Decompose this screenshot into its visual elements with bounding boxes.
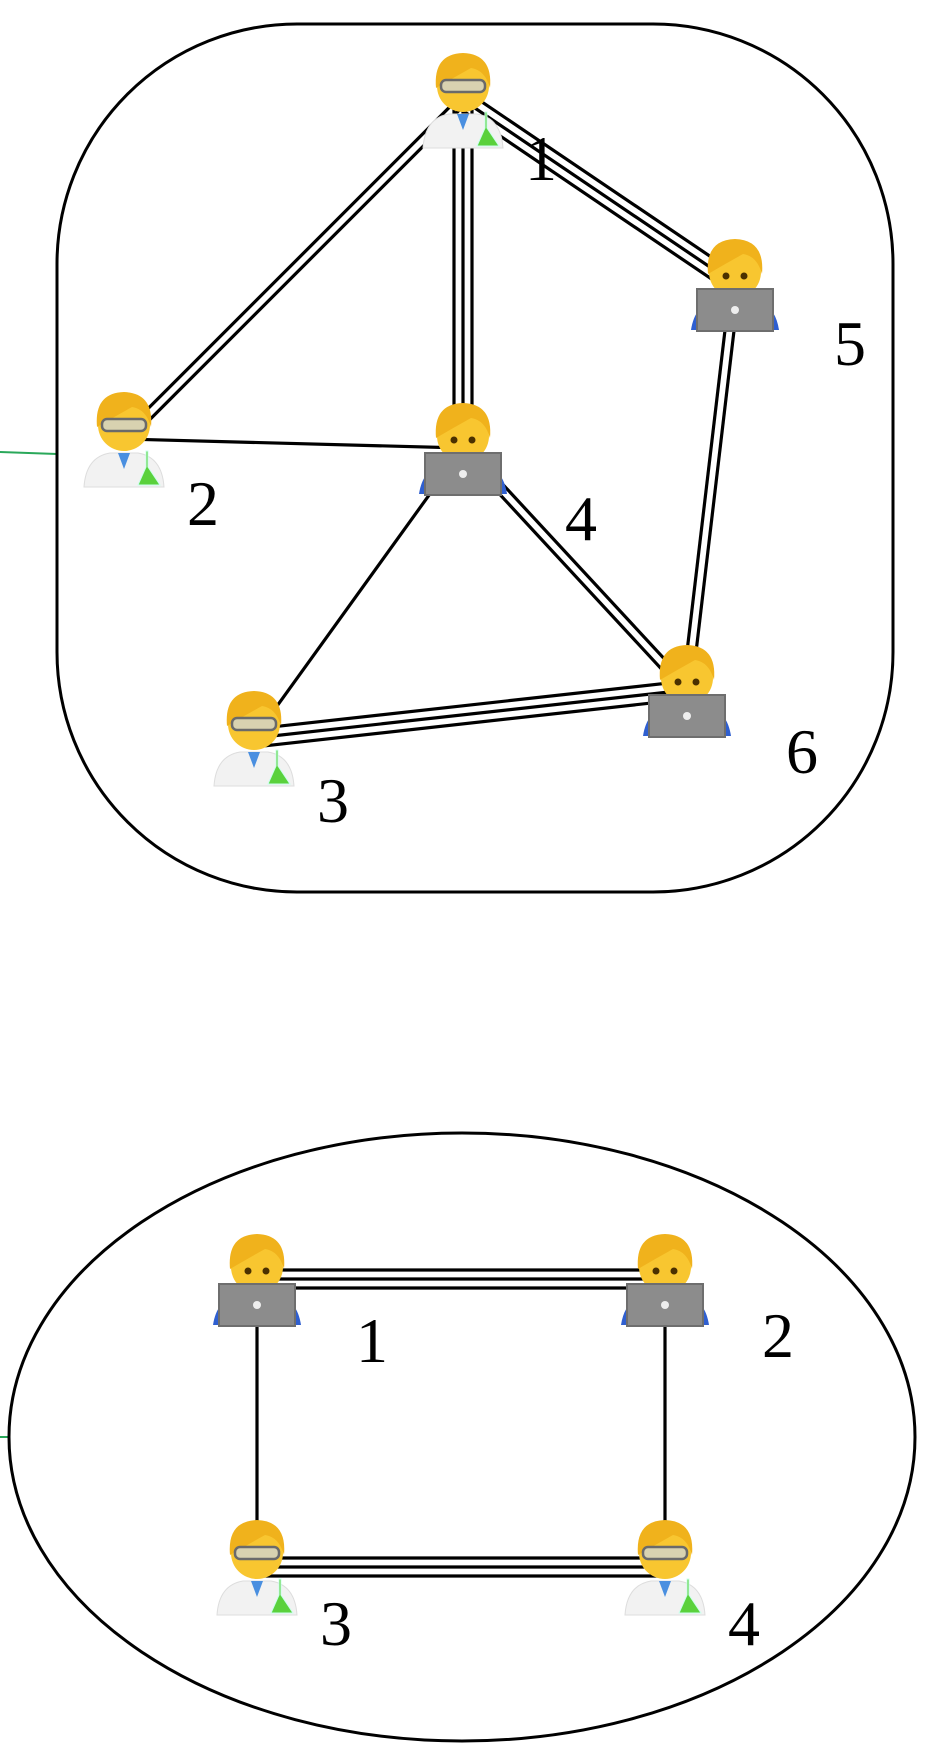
edge-3-6 [252, 679, 689, 749]
flask-icon [476, 111, 500, 147]
node-4-technologist-icon [419, 403, 507, 496]
graph-top: 1 2 3 4 5 6 [0, 22, 895, 894]
flask-icon [678, 1578, 702, 1614]
connector-line [0, 451, 58, 455]
node-label: 6 [786, 716, 818, 787]
edges [255, 1268, 667, 1578]
graph-boundary [7, 1131, 917, 1743]
edge-1-2 [257, 1268, 665, 1290]
edge-line [462, 98, 736, 286]
node-label: 3 [317, 765, 349, 836]
edge-line [254, 697, 689, 749]
apple-logo [253, 1301, 261, 1309]
goggles [100, 417, 148, 433]
node-3-scientist-icon [213, 691, 295, 787]
edge-line [680, 283, 733, 690]
node-1-scientist-icon [422, 53, 504, 149]
edge-line [253, 688, 688, 740]
hair [435, 403, 491, 438]
node-label: 3 [320, 1588, 352, 1659]
edge-line [126, 102, 468, 444]
goggles [439, 78, 487, 94]
edge-line [123, 437, 464, 450]
node-label: 1 [525, 123, 557, 194]
flask-icon [267, 749, 291, 785]
hair [659, 645, 715, 680]
edge-4-3 [252, 447, 465, 739]
hair [707, 239, 763, 274]
graph-boundary [55, 22, 895, 894]
node-label: 1 [356, 1305, 388, 1376]
edge-line [689, 284, 742, 691]
edge-line [457, 106, 731, 293]
edge-1-2 [119, 95, 468, 444]
flask-icon [270, 1578, 294, 1614]
graph-bottom: 1 2 3 4 [0, 1131, 917, 1743]
node-label: 2 [187, 468, 219, 539]
edge-line [252, 679, 687, 731]
laptop [626, 1283, 704, 1327]
edge-1-5 [457, 91, 741, 293]
node-label: 4 [565, 483, 597, 554]
goggles [233, 1545, 281, 1561]
node-1-technologist-icon [213, 1234, 301, 1327]
flask-icon [137, 450, 161, 486]
node-2-scientist-icon [83, 392, 165, 488]
node-6-technologist-icon [643, 645, 731, 738]
nodes: 1 2 3 4 [213, 1234, 794, 1659]
node-label: 2 [762, 1300, 794, 1371]
edge-2-4 [123, 437, 464, 450]
edge-line [119, 95, 461, 437]
hair [229, 1234, 285, 1269]
nodes: 1 2 3 4 5 6 [83, 53, 866, 836]
node-5-technologist-icon [691, 239, 779, 332]
node-2-technologist-icon [621, 1234, 709, 1327]
edge-1-4 [452, 100, 474, 448]
apple-logo [459, 470, 467, 478]
node-label: 4 [728, 1588, 760, 1659]
apple-logo [731, 306, 739, 314]
edge-line [467, 91, 741, 278]
edge-line [252, 447, 465, 739]
edge-5-6 [680, 283, 742, 691]
hair [637, 1234, 693, 1269]
node-label: 5 [834, 308, 866, 379]
node-4-scientist-icon [624, 1520, 706, 1616]
edges [119, 91, 742, 749]
laptop [424, 452, 502, 496]
edge-3-4 [257, 1556, 665, 1578]
apple-logo [683, 712, 691, 720]
goggles [641, 1545, 689, 1561]
apple-logo [661, 1301, 669, 1309]
node-3-scientist-icon [216, 1520, 298, 1616]
goggles [230, 716, 278, 732]
